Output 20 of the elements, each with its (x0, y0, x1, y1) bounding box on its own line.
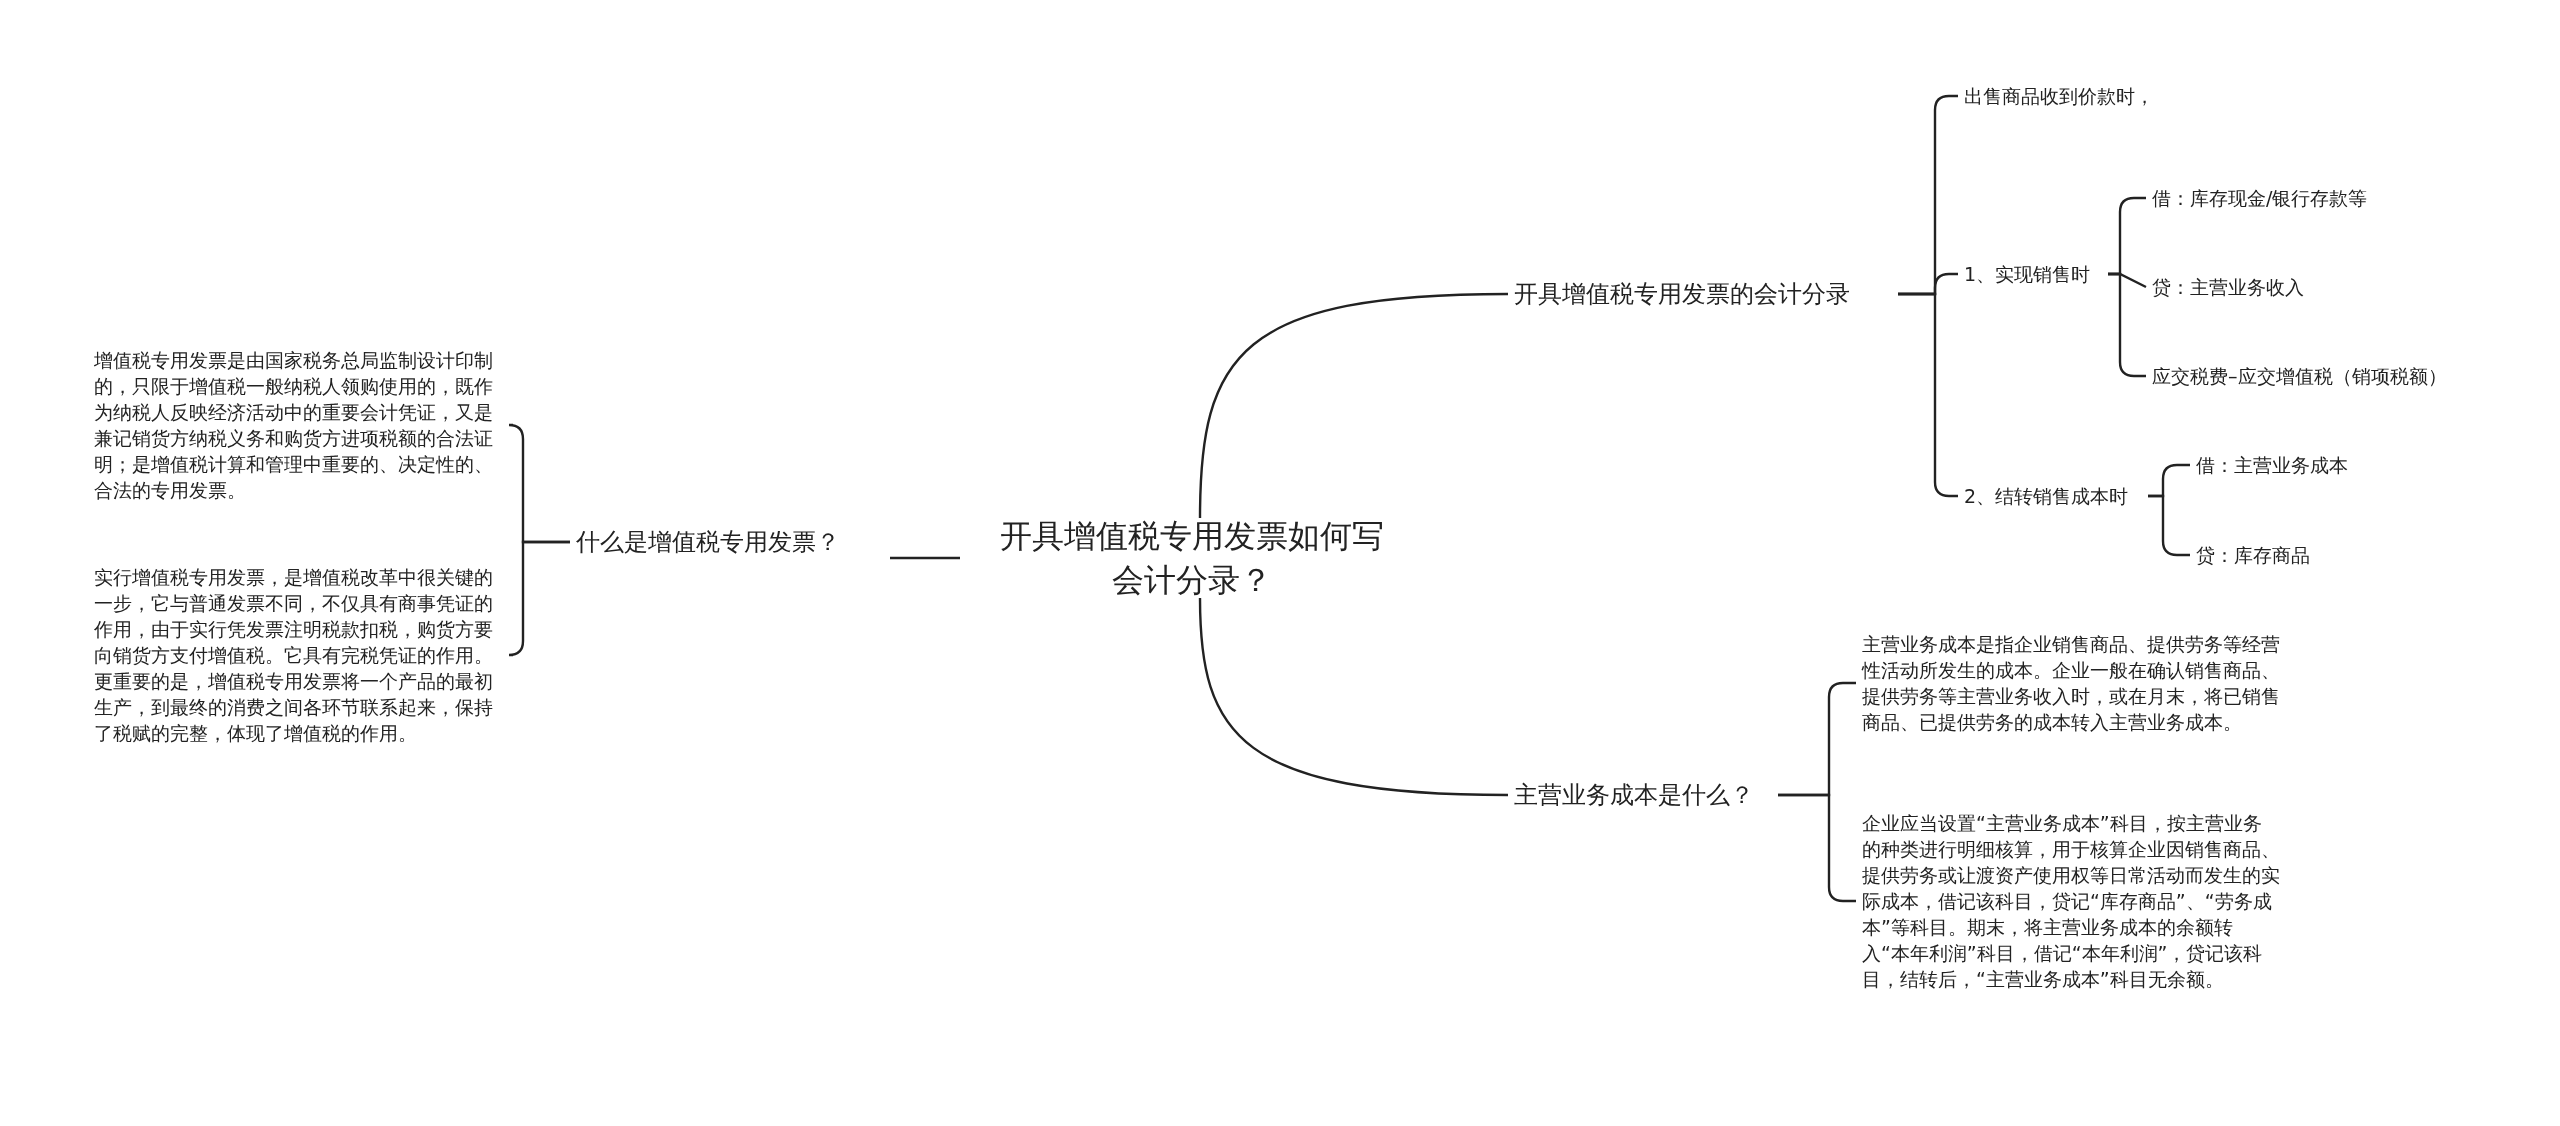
topic-text: 贷：库存商品 (2196, 543, 2311, 568)
connector-line (1198, 597, 1509, 797)
topic-text: 2、结转销售成本时 (1964, 484, 2130, 509)
topic-text: 企业应当设置“主营业务成本”科目，按主营业务的种类进行明细核算，用于核算企业因销售商品、提供劳务或让渡资产使用权等日常活动而发生的实际成本，借记该科目，贷记“库存商品”、“劳务成本”等科目。期末，将主营业务成本的余额转入“本年利润”科目，借记“本年利润”，贷记该科目，结转后，“主营业务成本”科目无余额。 (1862, 811, 2280, 992)
topic-text: 贷：主营业务收入 (2152, 275, 2305, 300)
topic-text: 实行增值税专用发票，是增值税改革中很关键的一步，它与普通发票不同，不仅具有商事凭证的作用，由于实行凭发票注明税款扣税，购货方要向销货方支付增值税。它具有完税凭证的作用。更重要的是，增值税专用发票将一个产品的最初生产，到最终的消费之间各环节联系起来，保持了税赋的完整，体现了增值税的作用。 (94, 565, 494, 746)
topic-text: 开具增值税专用发票的会计分录 (1514, 279, 1851, 310)
connector-line (890, 556, 960, 560)
topic-text: 增值税专用发票是由国家税务总局监制设计印制的，只限于增值税一般纳税人领购使用的，既作为纳税人反映经济活动中的重要会计凭证，又是兼记销货方纳税义务和购货方进项税额的合法证明；是增值税计算和管理中重要的、决定性的、合法的专用发票。 (94, 348, 494, 503)
topic-text: 主营业务成本是什么？ (1514, 780, 1755, 811)
connector-line (507, 540, 570, 657)
topic-text: 应交税费–应交增值税（销项税额） (2152, 364, 2448, 389)
connector-line (1198, 292, 1509, 519)
topic-text: 什么是增值税专用发票？ (576, 527, 841, 558)
topic-text: 开具增值税专用发票如何写会计分录？ (999, 516, 1385, 601)
topic-text: 1、实现销售时 (1964, 262, 2092, 287)
topic-text: 出售商品收到价款时， (1964, 84, 2155, 109)
topic-text: 主营业务成本是指企业销售商品、提供劳务等经营性活动所发生的成本。企业一般在确认销售商品、提供劳务等主营业务收入时，或在月末，将已销售商品、已提供劳务的成本转入主营业务成本。 (1862, 632, 2280, 735)
topic-text: 借：主营业务成本 (2196, 453, 2349, 478)
topic-text: 借：库存现金/银行存款等 (2152, 186, 2369, 211)
